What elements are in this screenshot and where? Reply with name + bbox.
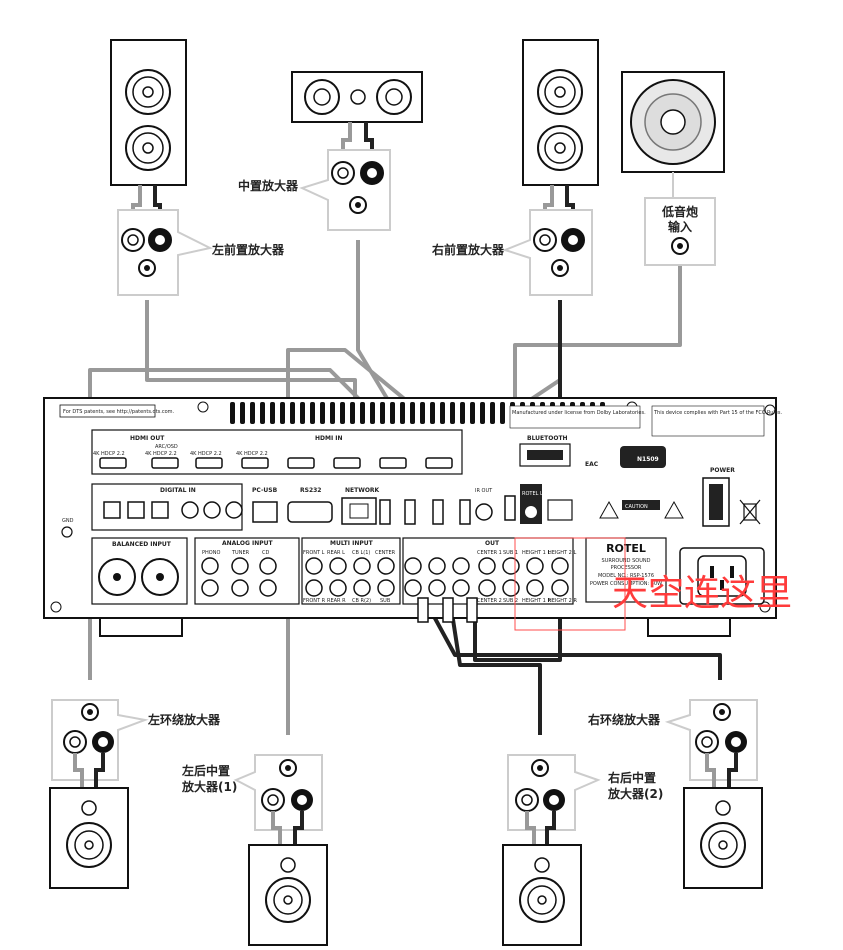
rs232-label: RS232 (300, 487, 321, 494)
phono-label: PHONO (202, 550, 220, 556)
rotel-brand: ROTEL (606, 542, 646, 555)
surround-left-amp-callout: 左环绕放大器 (51, 699, 221, 788)
analog-input-label: ANALOG INPUT (222, 540, 274, 547)
front-left-amp-label: 左前置放大器 (211, 242, 285, 257)
receiver-back-panel: For DTS patents, see http://patents.dts.… (43, 397, 782, 637)
power-label: POWER (710, 467, 735, 474)
cert-number: N1509 (637, 456, 659, 463)
bluetooth-label: BLUETOOTH (527, 435, 568, 442)
front-right-amp-label: 右前置放大器 (431, 242, 505, 257)
front-right-speaker (522, 39, 599, 225)
mi-front-l: FRONT L (303, 550, 325, 556)
rear-center-right-label-1: 右后中置 (607, 770, 656, 785)
mi-front-r: FRONT R (303, 598, 326, 604)
sub-2-label: SUB 2 (503, 598, 518, 604)
dolby-note: Manufactured under license from Dolby La… (512, 410, 646, 416)
mi-sub: SUB (380, 598, 391, 604)
rear-center-right-amp-callout: 右后中置 放大器(2) (507, 754, 663, 845)
hdcp-label-2: 4K HDCP 2.2 (145, 451, 177, 457)
mi-cb-r: CB R(2) (352, 598, 371, 604)
subwoofer-label-2: 输入 (668, 219, 692, 234)
surround-right-amp-callout: 右环绕放大器 (587, 699, 758, 788)
hdcp-label-4: 4K HDCP 2.2 (236, 451, 268, 457)
front-left-speaker (110, 39, 187, 225)
fcc-note: This device complies with Part 15 of the… (653, 410, 782, 416)
cd-label: CD (262, 550, 269, 556)
dts-note: For DTS patents, see http://patents.dts.… (63, 409, 175, 415)
rear-center-right-speaker (502, 844, 582, 946)
subwoofer (621, 71, 725, 173)
center-amp-callout: 中置放大器 (238, 149, 391, 231)
surround-left-speaker (49, 787, 129, 889)
hdcp-label-3: 4K HDCP 2.2 (190, 451, 222, 457)
ir-out-label: IR OUT (475, 488, 493, 494)
rear-center-left-label-2: 放大器(1) (181, 779, 237, 794)
rear-center-right-label-2: 放大器(2) (607, 786, 663, 801)
tuner-label: TUNER (231, 550, 250, 556)
rear-center-left-amp-callout: 左后中置 放大器(1) (181, 754, 323, 845)
rotel-link-label: ROTEL LINK (522, 491, 552, 497)
surround-right-speaker (683, 787, 763, 889)
balanced-input-label: BALANCED INPUT (112, 541, 172, 548)
height2-r-label: HEIGHT 2 R (548, 598, 577, 604)
model-number: MODEL NO.: RSP-1576 (598, 573, 654, 579)
arc-osd-label: ARC/OSD (155, 444, 178, 450)
power-consumption: POWER CONSUMPTION: 60W (590, 581, 662, 587)
mi-center: CENTER (375, 550, 396, 556)
multi-input-label: MULTI INPUT (330, 540, 374, 547)
antenna-annotation: 天空连这里 (514, 537, 792, 631)
cable-surround-right (423, 599, 722, 680)
sub-1-label: SUB 1 (503, 550, 518, 556)
pc-usb-label: PC-USB (252, 487, 278, 494)
center-amp-label: 中置放大器 (238, 178, 299, 193)
subwoofer-input-callout: 低音炮 输入 (644, 172, 716, 266)
front-right-amp-callout: 右前置放大器 (431, 209, 593, 296)
center-speaker (291, 71, 423, 160)
rear-center-left-speaker (248, 844, 328, 946)
mi-cb-l: CB L(1) (352, 550, 370, 556)
product-line-2: PROCESSOR (611, 565, 642, 571)
antenna-note-text: 天空连这里 (612, 573, 792, 614)
front-left-amp-callout: 左前置放大器 (117, 209, 285, 296)
caution-label: CAUTION (625, 504, 648, 510)
hdcp-label-1: 4K HDCP 2.2 (93, 451, 125, 457)
network-label: NETWORK (345, 487, 380, 494)
mi-rear-l: REAR L (327, 550, 345, 556)
center-2-label: CENTER 2 (477, 598, 502, 604)
surround-left-amp-label: 左环绕放大器 (147, 712, 221, 727)
subwoofer-label-1: 低音炮 (661, 204, 698, 219)
mi-rear-r: REAR R (327, 598, 346, 604)
hdmi-in-label: HDMI IN (315, 435, 343, 442)
surround-right-amp-label: 右环绕放大器 (587, 712, 661, 727)
out-label: OUT (485, 540, 500, 547)
gnd-label: GND (62, 518, 74, 524)
height1-l-label: HEIGHT 1 L (522, 550, 550, 556)
rear-center-left-label-1: 左后中置 (181, 763, 230, 778)
cable-rear-center-right (448, 599, 542, 735)
eac-logo: EAC (585, 461, 599, 468)
digital-in-label: DIGITAL IN (160, 487, 196, 494)
product-line-1: SURROUND SOUND (602, 558, 651, 564)
pre-out-plugs-bottom (417, 597, 478, 623)
center-1-label: CENTER 1 (477, 550, 502, 556)
pre-out-plugs-top (379, 495, 516, 525)
hdmi-out-label: HDMI OUT (130, 435, 165, 442)
height1-r-label: HEIGHT 1 R (522, 598, 551, 604)
height2-l-label: HEIGHT 2 L (548, 550, 576, 556)
weee-bin-icon (739, 499, 761, 525)
